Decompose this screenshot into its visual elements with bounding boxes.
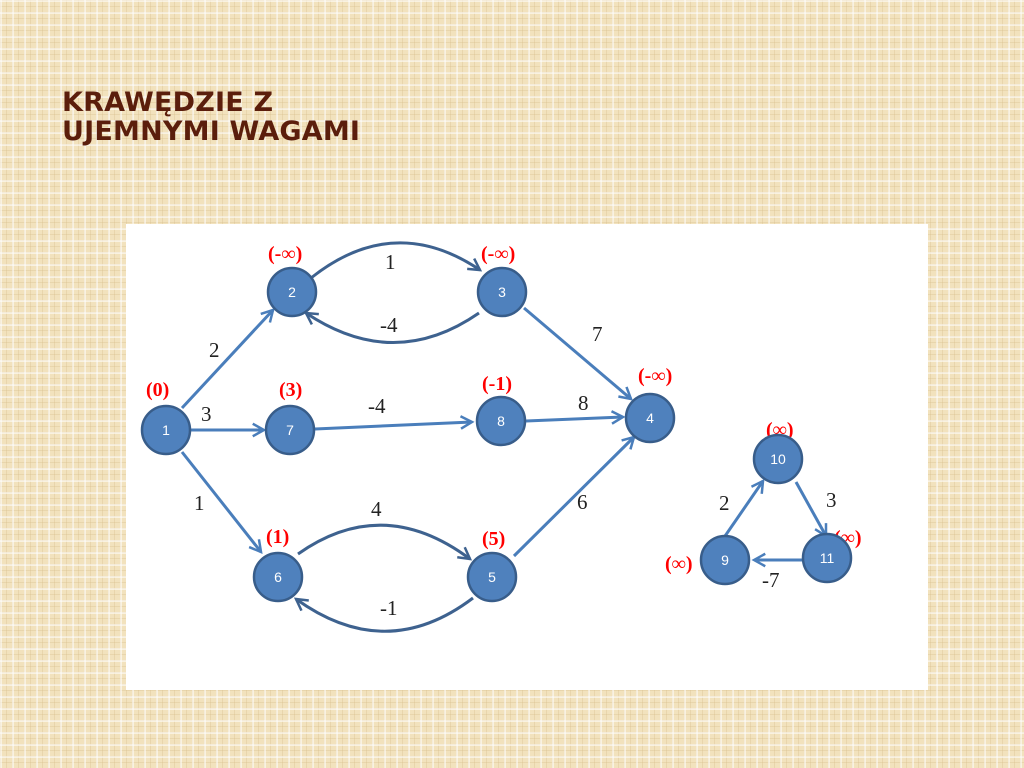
edge-3-2 [306, 313, 480, 344]
weight-9-10: 2 [719, 491, 730, 515]
weight-1-7: 3 [201, 402, 212, 426]
weight-5-6: -1 [380, 596, 398, 620]
graph-figure-panel: 2 3 1 1 -4 7 -4 8 4 -1 6 2 3 -7 (0) (-∞)… [126, 224, 928, 690]
weight-3-4: 7 [592, 322, 603, 346]
edge-9-10 [721, 481, 763, 540]
distance-label-7: (3) [279, 379, 302, 401]
weight-1-6: 1 [194, 491, 205, 515]
node-4-label: 4 [646, 410, 654, 426]
node-6-label: 6 [274, 569, 282, 585]
node-2: 2 [266, 266, 318, 318]
node-9-label: 9 [721, 552, 729, 568]
node-7-label: 7 [286, 422, 294, 438]
edge-2-3 [310, 241, 480, 280]
distance-label-8: (-1) [482, 373, 512, 395]
distance-label-9: (∞) [665, 553, 693, 575]
edge-10-11 [794, 481, 828, 536]
edge-1-2 [180, 310, 273, 410]
edge-weights: 2 3 1 1 -4 7 -4 8 4 -1 6 2 3 -7 [194, 250, 837, 620]
node-6: 6 [252, 551, 304, 603]
distance-label-5: (5) [482, 528, 505, 550]
weight-2-3: 1 [385, 250, 396, 274]
weight-5-4: 6 [577, 490, 588, 514]
distance-label-2: (-∞) [268, 243, 302, 265]
node-9: 9 [699, 534, 751, 586]
node-7: 7 [264, 404, 316, 456]
slide-title-line-1: KRAWĘDZIE Z [62, 87, 274, 118]
nodes: 1 2 3 4 5 6 7 [140, 266, 853, 603]
edge-6-5 [297, 523, 470, 559]
node-5-label: 5 [488, 569, 496, 585]
distance-labels: (0) (-∞) (-∞) (-∞) (5) (1) (3) (-1) (∞) … [146, 243, 862, 575]
weight-11-9: -7 [762, 568, 780, 592]
edge-5-6 [296, 596, 474, 633]
edge-5-4 [512, 437, 634, 558]
weight-7-8: -4 [368, 394, 386, 418]
distance-label-4: (-∞) [638, 365, 672, 387]
edges [180, 241, 828, 633]
distance-label-6: (1) [266, 526, 289, 548]
node-8-label: 8 [497, 413, 505, 429]
slide-title-line-2: UJEMNYMI WAGAMI [62, 116, 361, 147]
weight-10-11: 3 [826, 488, 837, 512]
node-1-label: 1 [162, 422, 170, 438]
node-8: 8 [475, 395, 527, 447]
edge-8-4 [525, 417, 623, 421]
node-10-label: 10 [770, 451, 786, 467]
weight-1-2: 2 [209, 338, 220, 362]
slide-title: KRAWĘDZIE Z UJEMNYMI WAGAMI [62, 88, 360, 146]
node-5: 5 [466, 551, 518, 603]
weight-6-5: 4 [371, 497, 382, 521]
edge-1-6 [180, 451, 261, 552]
distance-label-3: (-∞) [481, 243, 515, 265]
node-3-label: 3 [498, 284, 506, 300]
node-1: 1 [140, 404, 192, 456]
node-10: 10 [752, 433, 804, 485]
edge-7-8 [314, 422, 472, 431]
distance-label-1: (0) [146, 379, 169, 401]
node-3: 3 [476, 266, 528, 318]
graph-diagram: 2 3 1 1 -4 7 -4 8 4 -1 6 2 3 -7 (0) (-∞)… [140, 241, 862, 633]
weight-8-4: 8 [578, 391, 589, 415]
weight-3-2: -4 [380, 313, 398, 337]
edge-3-4 [523, 306, 631, 399]
node-4: 4 [624, 392, 676, 444]
node-2-label: 2 [288, 284, 296, 300]
node-11-label: 11 [820, 550, 835, 566]
node-11: 11 [801, 532, 853, 584]
